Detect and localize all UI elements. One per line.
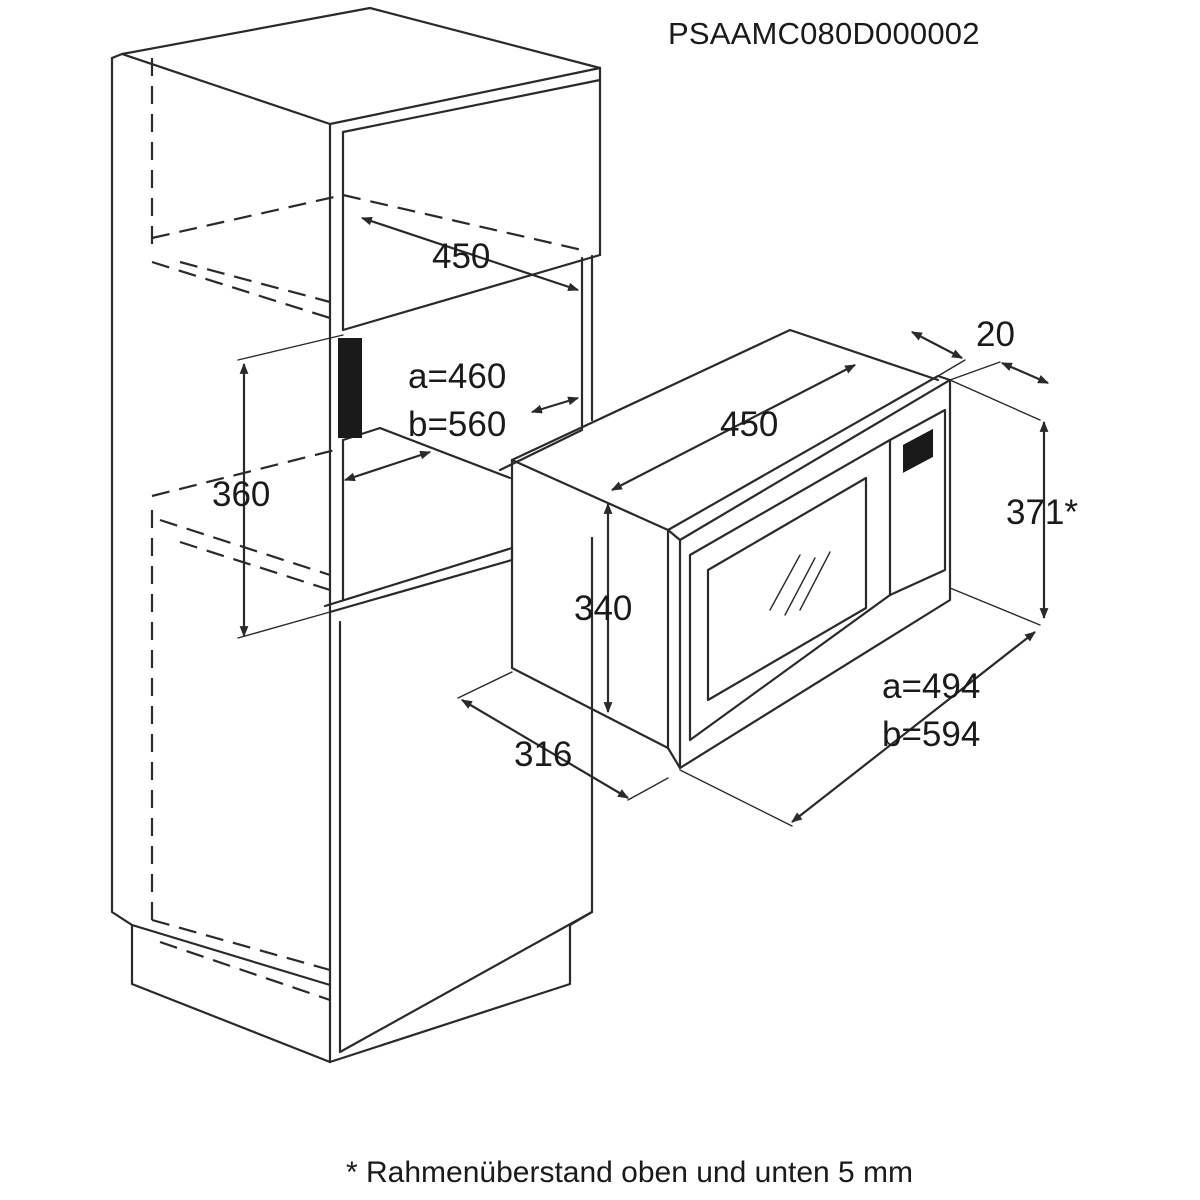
drawing-ref-label: PSAAMC080D000002 [668,16,980,51]
niche-height-label: 360 [212,475,270,514]
frame-offset-label: 20 [976,315,1015,354]
frame-width-b-label: b=594 [882,715,980,754]
frame-height-label: 371* [1006,493,1078,532]
niche-dimension-lines [237,216,580,639]
cabinet-hidden-edges [150,58,583,1002]
display-panel [903,428,933,473]
niche-gap-strip [338,338,362,438]
niche-depth-label: 450 [432,237,490,276]
body-height-label: 340 [574,589,632,628]
footnote: * Rahmenüberstand oben und unten 5 mm [346,1156,913,1189]
frame-width-a-label: a=494 [882,667,980,706]
appliance-dimension-lines [457,331,1050,827]
cabinet [110,6,602,1064]
appliance-depth-label: 450 [720,405,778,444]
niche-width-b-label: b=560 [408,405,506,444]
niche-width-a-label: a=460 [408,357,506,396]
body-width-label: 316 [514,735,572,774]
